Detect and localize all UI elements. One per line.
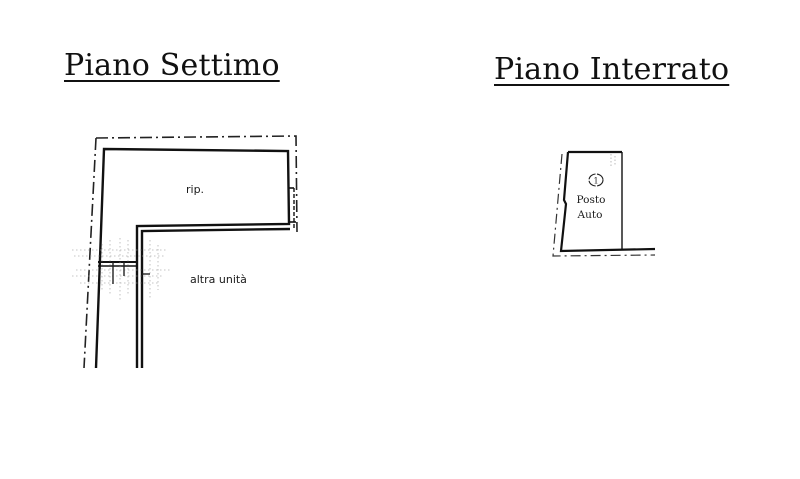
- walls-interrato: [559, 150, 656, 253]
- property-boundary-interrato: [552, 153, 656, 257]
- plan-piano-settimo: rip. altra unità: [72, 135, 298, 369]
- parking-number-marker: 1: [588, 173, 604, 187]
- plan-title-piano-interrato: Piano Interrato: [494, 52, 730, 87]
- room-label-auto: Auto: [577, 209, 603, 221]
- room-label-rip: rip.: [186, 183, 204, 196]
- property-boundary-settimo: [83, 135, 298, 369]
- room-label-posto: Posto: [577, 194, 606, 206]
- door-marks-settimo: [112, 262, 150, 284]
- room-label-altra-unita: altra unità: [190, 273, 247, 286]
- walls-settimo: [94, 147, 296, 369]
- parking-number: 1: [593, 177, 598, 186]
- hatch-area-settimo: [72, 238, 170, 300]
- plan-piano-interrato: 1 Posto Auto: [552, 150, 656, 257]
- plan-title-piano-settimo: Piano Settimo: [64, 48, 280, 83]
- hatch-interrato: [610, 154, 616, 168]
